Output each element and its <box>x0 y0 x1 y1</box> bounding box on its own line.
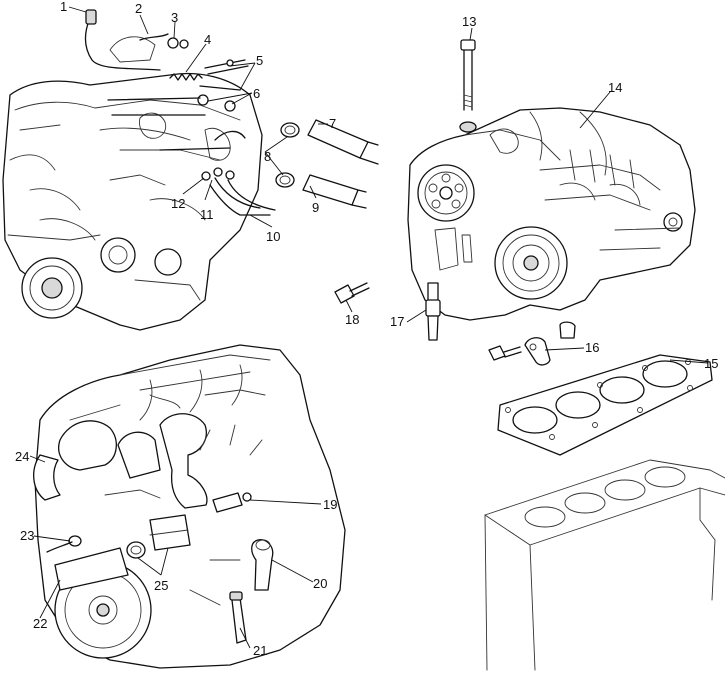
callout-7: 7 <box>329 116 336 131</box>
head-gasket <box>497 354 713 456</box>
cylinder-head-top-right <box>334 39 696 366</box>
callout-18: 18 <box>345 312 359 327</box>
hoses-and-clamps <box>275 119 379 209</box>
callout-17: 17 <box>390 314 404 329</box>
callout-25: 25 <box>154 578 168 593</box>
callout-20: 20 <box>313 576 327 591</box>
callout-11: 11 <box>200 207 214 222</box>
callout-15: 15 <box>704 356 718 371</box>
callout-16: 16 <box>585 340 599 355</box>
callout-6: 6 <box>253 86 260 101</box>
callout-22: 22 <box>33 616 47 631</box>
callout-8: 8 <box>264 149 271 164</box>
callout-4: 4 <box>204 32 211 47</box>
engine-bottom-left <box>33 344 346 669</box>
callout-13: 13 <box>462 14 476 29</box>
engine-top-left <box>2 9 276 331</box>
callout-24: 24 <box>15 449 29 464</box>
callout-14: 14 <box>608 80 622 95</box>
cylinder-block <box>484 459 725 671</box>
callout-1: 1 <box>60 0 67 14</box>
callout-labels: 1 2 3 4 5 6 7 8 9 10 11 12 13 14 15 16 1… <box>15 0 718 658</box>
callout-3: 3 <box>171 10 178 25</box>
callout-10: 10 <box>266 229 280 244</box>
callout-23: 23 <box>20 528 34 543</box>
callout-21: 21 <box>253 643 267 658</box>
leader-lines <box>29 6 709 649</box>
callout-2: 2 <box>135 1 142 16</box>
callout-19: 19 <box>323 497 337 512</box>
callout-9: 9 <box>312 200 319 215</box>
callout-12: 12 <box>171 196 185 211</box>
callout-5: 5 <box>256 53 263 68</box>
